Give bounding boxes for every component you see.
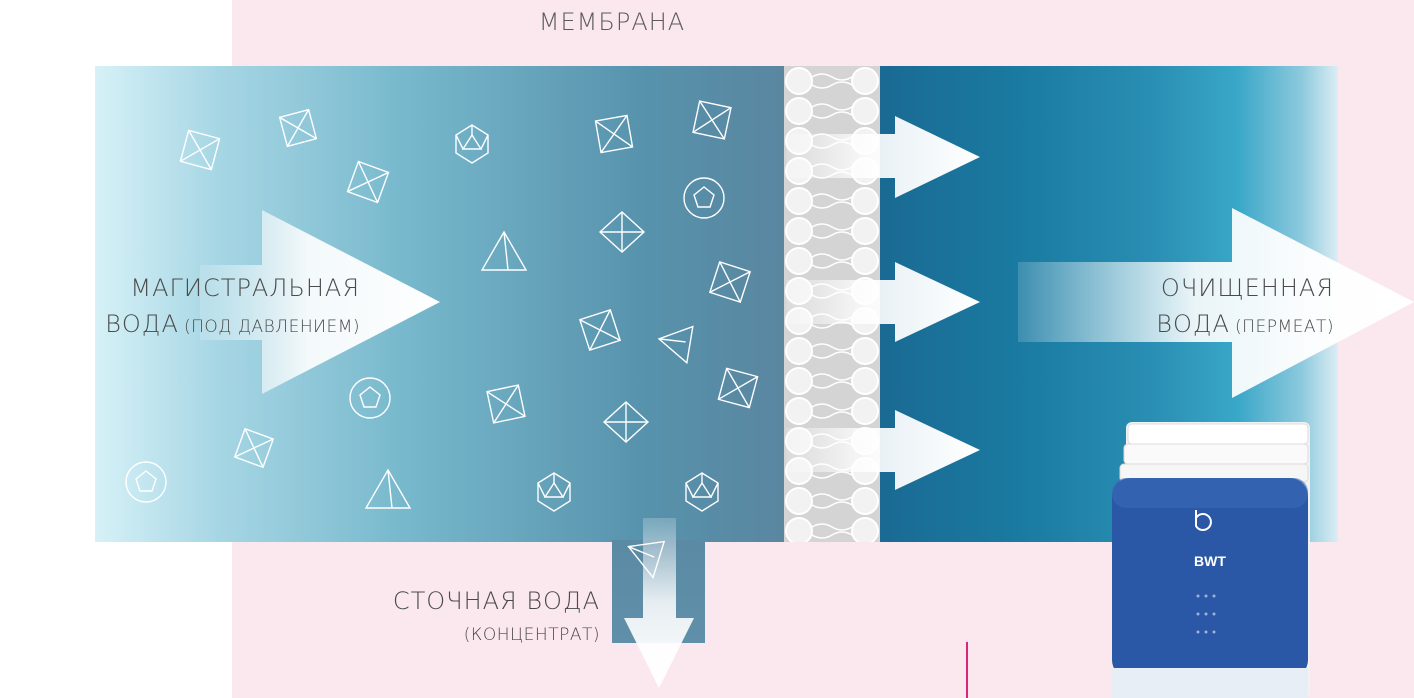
- particle-octahedron: [708, 260, 752, 304]
- permeate-label: ОЧИЩЕННАЯ ВОДА (ПЕРМЕАТ): [1040, 270, 1334, 345]
- particle-octahedron: [692, 100, 732, 140]
- particle-icosahedron: [455, 124, 489, 164]
- particle-octahedron: [233, 427, 275, 469]
- permeate-label-water: ВОДА: [1156, 310, 1230, 338]
- outlet-arrow: [1018, 208, 1414, 398]
- concentrate-arrow: [624, 518, 694, 688]
- permeate-arrow-top: [786, 116, 980, 198]
- particle-octahedron: [486, 384, 526, 424]
- inlet-label-paren: (ПОД ДАВЛЕНИЕМ): [183, 317, 360, 337]
- permeate-arrow-bottom: [786, 410, 980, 490]
- bwt-logo-icon: [1195, 510, 1212, 531]
- particle-octahedron: [346, 160, 390, 204]
- particle-dodecahedron: [349, 377, 391, 419]
- particle-pyramid: [480, 230, 528, 271]
- concentrate-label: СТОЧНАЯ ВОДА (КОНЦЕНТРАТ): [300, 584, 600, 652]
- particle-octahedron: [717, 367, 759, 409]
- particle-tetrahedron: [657, 325, 694, 365]
- inlet-label-main: МАГИСТРАЛЬНАЯ: [130, 274, 360, 302]
- particle-octahedron: [278, 108, 318, 148]
- particle-icosahedron: [537, 472, 571, 512]
- inlet-label-water: ВОДА: [105, 310, 179, 338]
- bwt-brand-label: BWT: [1194, 553, 1226, 569]
- particle-octahedron: [578, 308, 622, 352]
- particle-icosahedron: [685, 472, 719, 512]
- particle-octahedron: [179, 129, 221, 171]
- accent-marker-line: [966, 642, 968, 698]
- particle-octahedron: [594, 114, 634, 154]
- concentrate-label-main: СТОЧНАЯ ВОДА: [392, 587, 600, 615]
- particle-pyramid: [364, 468, 412, 509]
- concentrate-label-sub: (КОНЦЕНТРАТ): [463, 625, 600, 645]
- membrane-title: МЕМБРАНА: [538, 8, 686, 36]
- particle-diamond: [598, 211, 646, 253]
- particle-tetrahedron: [627, 540, 666, 579]
- permeate-arrow-middle: [786, 262, 980, 342]
- device-indicator-dots: [1196, 594, 1216, 634]
- contaminant-particles: [125, 100, 759, 579]
- particle-dodecahedron: [683, 177, 725, 219]
- particle-diamond: [602, 401, 650, 443]
- inlet-label: МАГИСТРАЛЬНАЯ ВОДА (ПОД ДАВЛЕНИЕМ): [0, 270, 360, 345]
- permeate-label-main: ОЧИЩЕННАЯ: [1160, 274, 1334, 302]
- inlet-arrow: [200, 210, 440, 394]
- particle-dodecahedron: [125, 461, 167, 503]
- permeate-label-paren: (ПЕРМЕАТ): [1235, 317, 1334, 337]
- bwt-device: BWT: [1112, 422, 1310, 698]
